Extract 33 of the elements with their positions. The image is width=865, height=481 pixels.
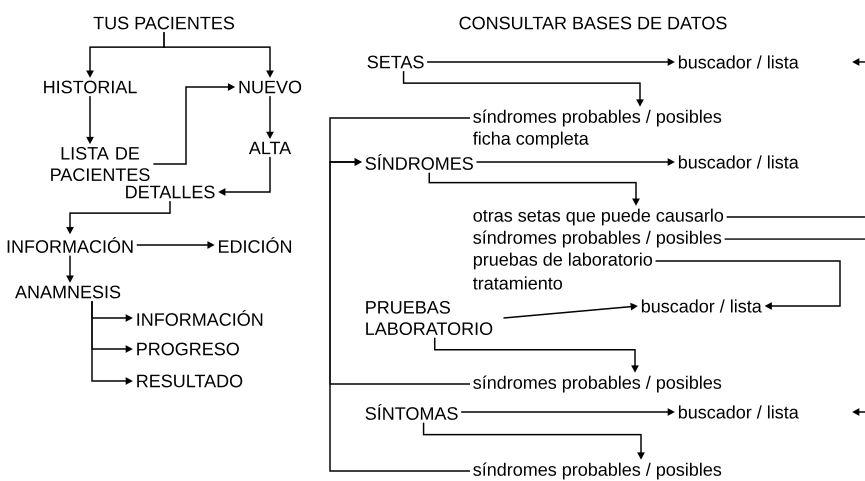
menu-item: HISTORIAL [44,80,137,94]
menu-item: INFORMACIÓN [8,237,133,253]
menu-item: EDICIÓN [218,237,292,253]
menu-item: buscador / lista [678,155,799,169]
menu-item: síndromes probables / posibles [473,110,722,126]
menu-item: buscador / lista [642,299,762,313]
section-heading: CONSULTAR BASES DE DATOS [460,16,727,30]
menu-item: buscador / lista [678,405,799,419]
menu-item: ficha completa [472,132,589,148]
menu-item: RESULTADO [137,374,242,388]
arrow [329,158,470,472]
connector-line [726,216,865,218]
arrow [656,260,841,310]
menu-item: PROGRESO [137,342,239,356]
menu-item: tratamiento [473,276,562,290]
menu-item: SÍNTOMAS [366,404,458,420]
menu-item: síndromes probables / posibles [473,376,722,392]
menu-item: pruebas de laboratorio [474,252,652,270]
connector-line [724,238,865,240]
menu-item: síndromes probables / posibles [473,230,722,248]
menu-item: síndromes probables / posibles [473,462,722,480]
menu-item: INFORMACIÓN [137,310,262,326]
menu-item: PRUEBAS LABORATORIO [366,300,492,336]
menu-item: LISTA DE PACIENTES [51,146,150,182]
menu-item: buscador / lista [678,55,799,69]
menu-item: SÍNDROMES [366,154,473,170]
menu-item: DETALLES [126,186,215,198]
menu-item: NUEVO [239,80,302,94]
menu-item: otras setas que puede causarlo [474,208,724,226]
menu-item: SETAS [368,56,424,68]
menu-item: ALTA [248,142,292,154]
menu-item: ANAMNESIS [15,286,120,298]
section-heading: TUS PACIENTES [94,16,234,30]
